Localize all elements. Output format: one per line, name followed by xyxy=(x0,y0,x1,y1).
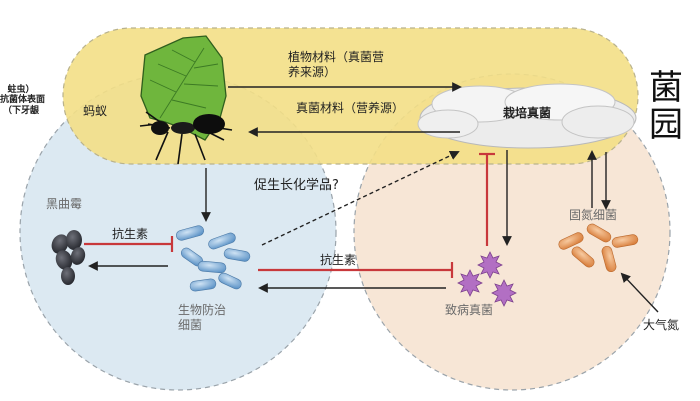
side-note-line-1: 蛀虫） xyxy=(7,85,35,95)
garden-title-char-1: 菌 xyxy=(649,68,683,108)
garden-title-char-2: 园 xyxy=(649,104,683,145)
nitrogen-fixing-bacteria xyxy=(558,223,639,273)
side-note-line-3: （下牙龈 xyxy=(2,105,39,116)
nitrogen-bacteria-label: 固氮细菌 xyxy=(569,208,618,222)
arrow-growth-compound xyxy=(261,150,460,246)
fungal-material-label: 真菌材料（营养源） xyxy=(296,101,405,115)
antibiotic-center-label: 抗生素 xyxy=(320,253,357,267)
black-mold-label: 黑曲霉 xyxy=(46,197,83,211)
black-mold-spores xyxy=(51,230,86,285)
arrow-atmospheric-nitrogen xyxy=(620,272,659,313)
plant-material-line-2: 养来源） xyxy=(288,65,337,79)
plant-material-line-1: 植物材料（真菌营 xyxy=(288,50,385,64)
garden-title: 菌 园 xyxy=(649,70,683,143)
biocontrol-bacteria-label: 生物防治 细菌 xyxy=(178,303,226,333)
biocontrol-line-2: 细菌 xyxy=(178,318,203,332)
ant-label: 蚂蚁 xyxy=(83,104,108,118)
cultivated-fungus-cloud xyxy=(417,83,637,149)
side-note-line-2: 抗菌体表面 xyxy=(0,95,46,106)
pathogenic-fungus-label: 致病真菌 xyxy=(445,303,494,317)
atmospheric-nitrogen-label: 大气氮 xyxy=(643,318,680,332)
biocontrol-line-1: 生物防治 xyxy=(178,303,227,317)
growth-compound-label: 促生长化学品? xyxy=(254,178,339,193)
pathogen-spores xyxy=(457,251,517,307)
biocontrol-bacteria xyxy=(176,225,251,292)
side-note: 蛀虫） 抗菌体表面 （下牙龈 xyxy=(0,85,46,116)
plant-material-label: 植物材料（真菌营 养来源） xyxy=(288,50,384,80)
cultivated-fungus-label: 栽培真菌 xyxy=(503,106,552,120)
antibiotic-left-label: 抗生素 xyxy=(112,227,149,241)
leaf-veins xyxy=(149,47,219,119)
